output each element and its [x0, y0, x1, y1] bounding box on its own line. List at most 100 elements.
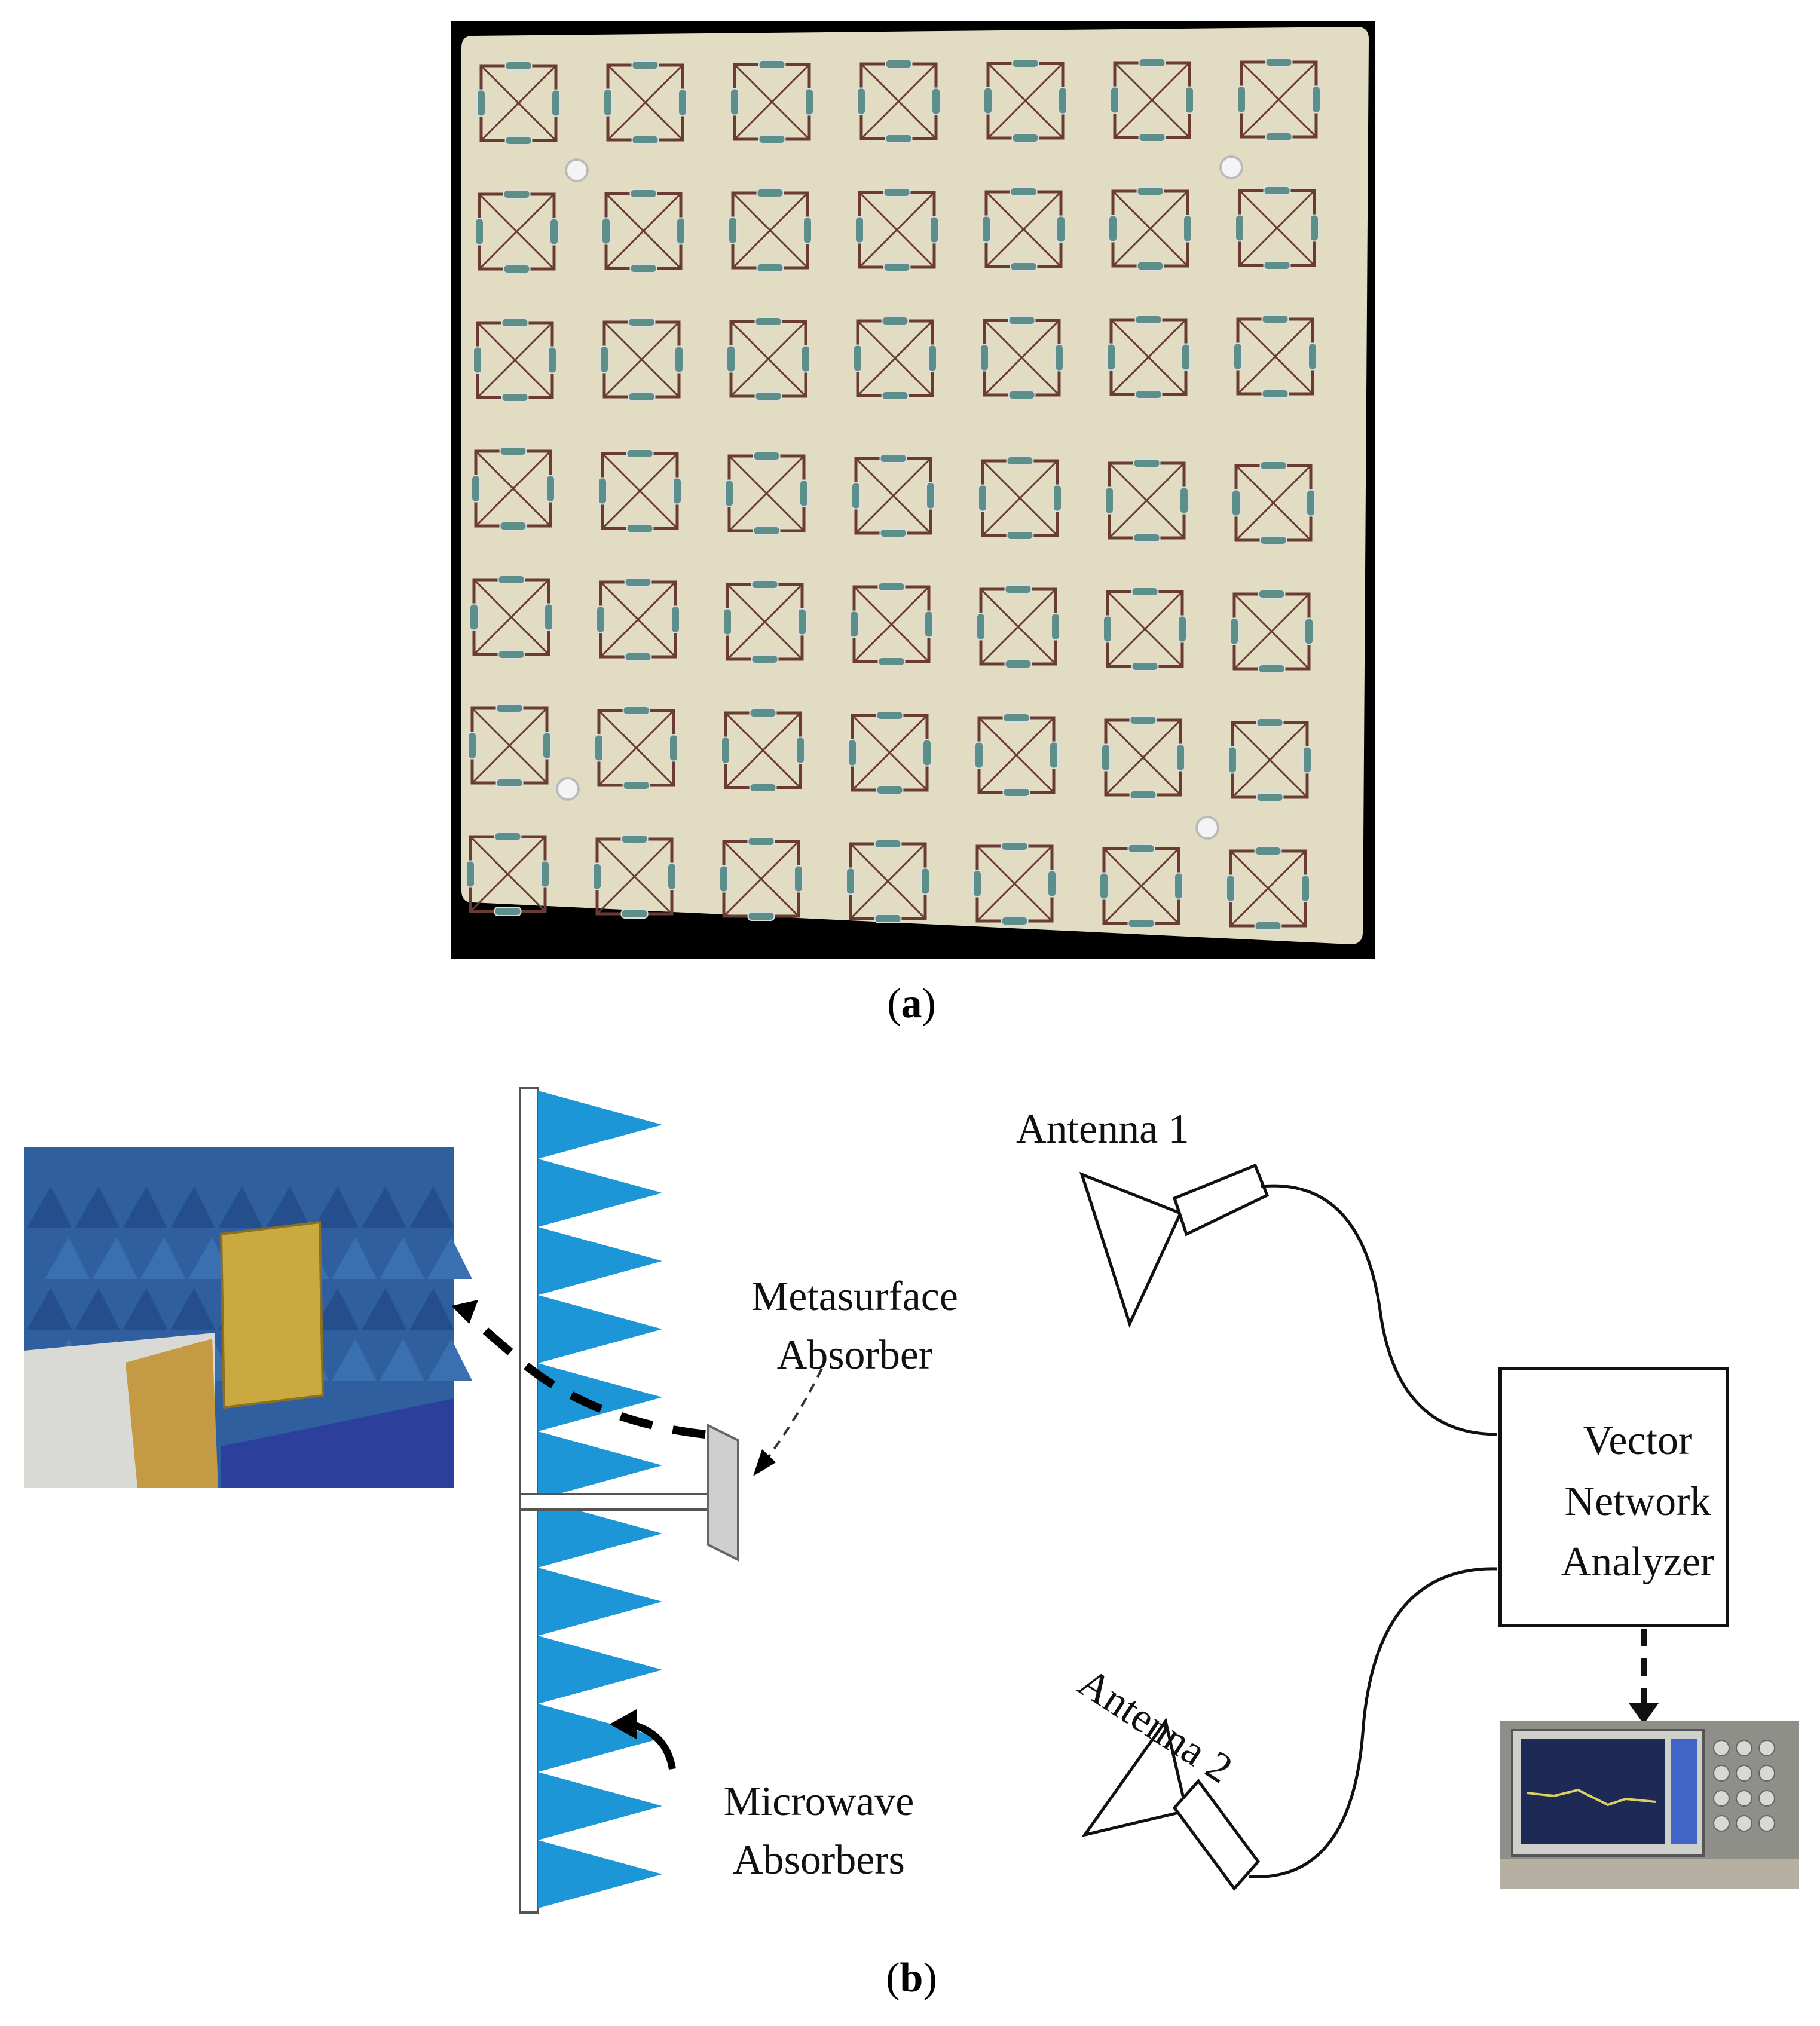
resistor	[1099, 872, 1109, 900]
unit-cell-diagonal	[860, 63, 937, 140]
unit-cell-diagonal	[985, 191, 1062, 268]
resistor	[1127, 919, 1155, 928]
resistor	[1006, 531, 1034, 540]
unit-cell-diagonal	[1231, 721, 1308, 798]
unit-cell-diagonal	[601, 452, 678, 530]
unit-cell	[598, 449, 682, 533]
resistor	[1001, 841, 1029, 851]
unit-cell	[466, 832, 550, 916]
unit-cell	[1103, 587, 1187, 671]
resistor	[1131, 662, 1159, 671]
mounting-rod	[519, 1493, 724, 1511]
absorber-pyramid	[538, 1636, 662, 1704]
resistor	[629, 189, 657, 198]
unit-cell-diagonal	[857, 320, 934, 397]
resistor	[876, 785, 904, 795]
resistor	[747, 837, 775, 846]
arrow-head	[610, 1709, 637, 1739]
unit-cell-diagonal	[723, 840, 800, 917]
resistor	[1136, 261, 1164, 271]
resistor	[1047, 870, 1057, 898]
resistor	[753, 451, 781, 461]
microwave-label-line1: Microwave	[723, 1779, 914, 1825]
resistor	[603, 88, 613, 117]
absorber-board	[461, 27, 1369, 944]
resistor	[1058, 87, 1067, 115]
panel-a-photo	[451, 21, 1375, 959]
resistor	[499, 446, 527, 456]
chamber-cone	[314, 1288, 359, 1330]
resistor	[876, 711, 904, 720]
absorber-pyramid	[538, 1295, 662, 1363]
resistor	[1053, 484, 1062, 512]
resistor	[796, 736, 805, 764]
resistor	[626, 524, 654, 533]
resistor	[1181, 343, 1191, 371]
chamber-cone	[140, 1237, 185, 1279]
resistor	[730, 88, 739, 116]
metasurface-absorber-label: Metasurface Absorber	[726, 1276, 983, 1376]
resistor	[879, 454, 907, 463]
resistor	[978, 484, 987, 512]
resistor	[797, 608, 807, 636]
unit-cell-diagonal	[480, 65, 557, 142]
resistor	[924, 610, 934, 638]
vna-knob	[1758, 1815, 1775, 1832]
resistor	[620, 909, 649, 919]
resistor	[551, 89, 561, 117]
chamber-cone	[266, 1186, 311, 1228]
resistor	[881, 391, 909, 400]
resistor	[672, 477, 682, 505]
unit-cell-diagonal	[1108, 462, 1185, 539]
unit-cell	[851, 454, 935, 538]
unit-cell-diagonal	[478, 193, 555, 270]
resistor	[1237, 85, 1246, 114]
unit-cell	[726, 317, 810, 401]
chamber-cone	[27, 1288, 72, 1330]
absorber-wall	[519, 1087, 739, 1914]
unit-cell	[469, 575, 553, 659]
unit-cell	[471, 446, 555, 531]
resistor	[1256, 718, 1284, 727]
resistor	[1258, 664, 1286, 674]
unit-cell	[601, 189, 686, 273]
resistor	[1129, 715, 1157, 725]
resistor	[503, 264, 531, 274]
unit-cell	[1108, 186, 1192, 271]
unit-cell-diagonal	[724, 712, 802, 789]
vna-photo	[1500, 1721, 1799, 1889]
resistor	[719, 865, 729, 893]
absorber-pyramid	[538, 1840, 662, 1908]
unit-cell	[981, 187, 1066, 271]
resistor	[1056, 215, 1066, 243]
resistor	[1004, 659, 1032, 669]
resistor	[631, 60, 659, 70]
vna-knob	[1758, 1740, 1775, 1756]
resistor	[547, 346, 557, 374]
resistor	[758, 134, 786, 144]
panel-a-caption: (a)	[887, 981, 936, 1027]
resistor	[1261, 389, 1289, 399]
unit-cell-diagonal	[1106, 590, 1183, 668]
resistor	[622, 706, 650, 715]
unit-cell	[1105, 458, 1189, 543]
vna-label-line1: Vector	[1583, 1418, 1693, 1464]
resistor	[974, 741, 984, 769]
microwave-absorber-pyramids	[538, 1091, 662, 1908]
unit-cell-diagonal	[607, 64, 684, 141]
unit-cell	[473, 318, 557, 402]
unit-cell	[730, 60, 814, 144]
unit-cell	[476, 61, 561, 145]
resistor	[801, 345, 810, 373]
resistor	[749, 708, 777, 718]
resistor	[1011, 133, 1039, 143]
resistor	[1259, 461, 1287, 470]
unit-cell-diagonal	[1237, 318, 1314, 395]
vna-knob	[1736, 1815, 1752, 1832]
absorber-pyramid	[538, 1431, 662, 1499]
resistor	[922, 739, 932, 767]
unit-cell	[853, 316, 937, 400]
unit-cell	[974, 713, 1059, 797]
unit-cell-diagonal	[730, 320, 807, 397]
unit-cell	[721, 708, 805, 792]
